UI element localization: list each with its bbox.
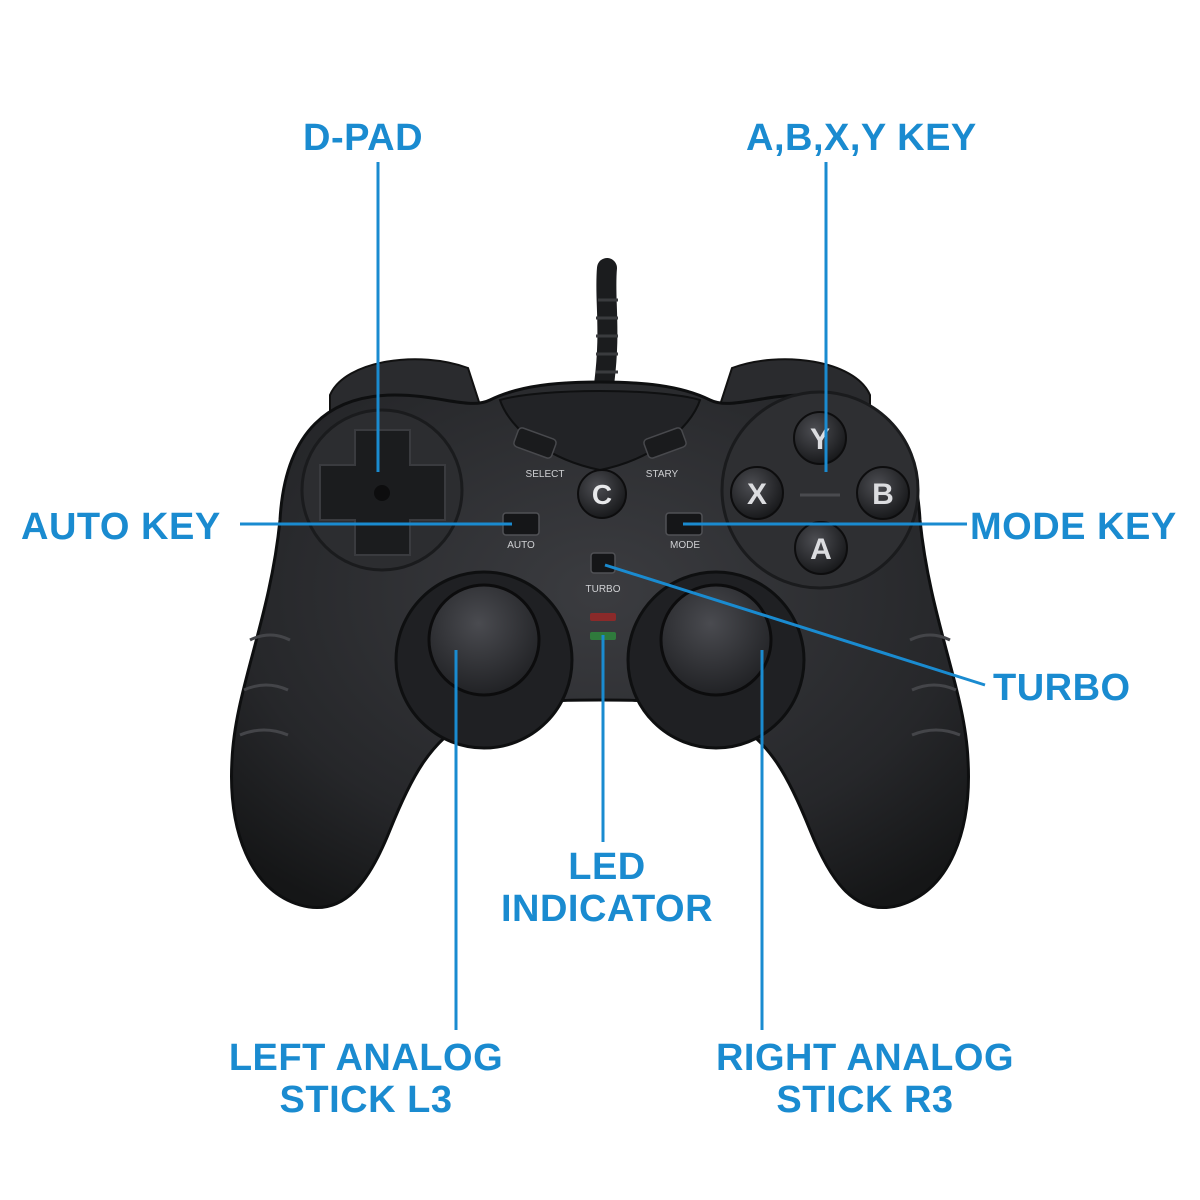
- callout-led-indicator: LED INDICATOR: [480, 846, 734, 930]
- y-button[interactable]: [793, 411, 847, 465]
- turbo-device-label: TURBO: [586, 584, 621, 595]
- b-button-label: B: [872, 478, 894, 511]
- callout-turbo-text: TURBO: [993, 667, 1131, 709]
- callout-abxy-text: A,B,X,Y KEY: [746, 117, 977, 159]
- led-red: [590, 613, 616, 621]
- callout-left-stick-line1: LEFT ANALOG: [228, 1037, 504, 1079]
- face-buttons-housing: [720, 390, 920, 590]
- mode-label: MODE: [670, 540, 700, 551]
- left-analog-stick[interactable]: [427, 583, 541, 697]
- callout-mode-key: MODE KEY: [970, 506, 1177, 548]
- callout-dpad: D-PAD: [303, 117, 423, 159]
- left-grip-ridges: [239, 633, 291, 737]
- select-button[interactable]: [513, 427, 557, 459]
- start-label: STARY: [646, 469, 679, 480]
- start-button[interactable]: [643, 427, 687, 459]
- leader-turbo: [604, 563, 986, 687]
- x-button-label: X: [747, 478, 767, 511]
- right-grip-ridges: [909, 633, 961, 737]
- callout-right-stick-line2: STICK R3: [776, 1079, 954, 1121]
- cable-ridges: [596, 298, 618, 374]
- callout-led-line1: LED: [568, 846, 646, 888]
- callout-led-line2: INDICATOR: [500, 888, 714, 930]
- callout-auto-key: AUTO KEY: [21, 506, 221, 548]
- callout-dpad-text: D-PAD: [303, 117, 424, 159]
- a-button-label: A: [810, 533, 832, 566]
- callout-auto-key-text: AUTO KEY: [21, 506, 221, 548]
- callout-turbo: TURBO: [993, 667, 1131, 709]
- auto-label: AUTO: [507, 540, 535, 551]
- c-button[interactable]: [577, 469, 627, 519]
- c-button-label: C: [592, 479, 612, 510]
- callout-left-stick-line2: STICK L3: [279, 1079, 453, 1121]
- leader-lines: [240, 162, 986, 1030]
- dpad-center-pivot: [374, 485, 390, 501]
- turbo-button[interactable]: [590, 552, 616, 574]
- x-button[interactable]: [730, 466, 784, 520]
- callout-right-stick: RIGHT ANALOG STICK R3: [700, 1037, 1030, 1121]
- select-label: SELECT: [526, 469, 565, 480]
- a-button[interactable]: [794, 521, 848, 575]
- callout-right-stick-line1: RIGHT ANALOG: [715, 1037, 1014, 1079]
- callout-mode-key-text: MODE KEY: [970, 506, 1177, 548]
- callout-left-stick: LEFT ANALOG STICK L3: [206, 1037, 526, 1121]
- callout-abxy: A,B,X,Y KEY: [746, 117, 977, 159]
- right-analog-stick[interactable]: [659, 583, 773, 697]
- b-button[interactable]: [856, 466, 910, 520]
